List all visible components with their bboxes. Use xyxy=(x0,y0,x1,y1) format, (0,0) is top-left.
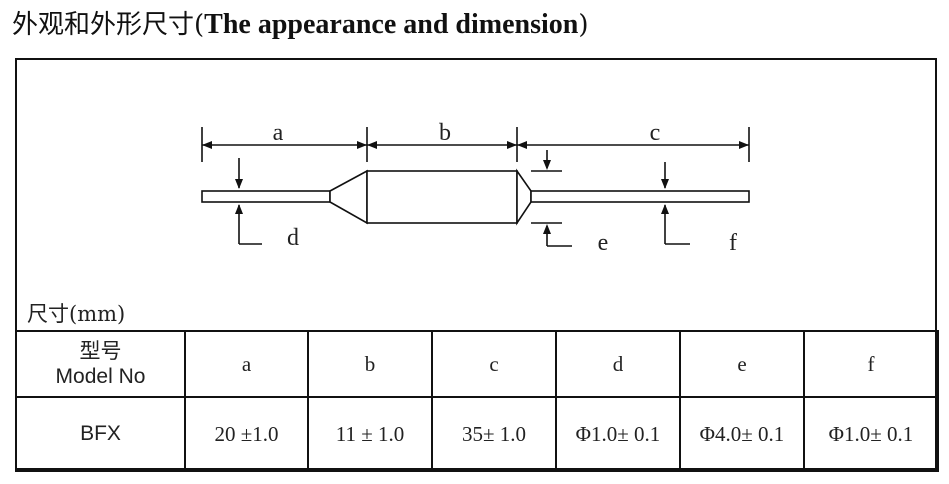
value-d: Φ1.0± 0.1 xyxy=(555,396,681,472)
row-model: BFX xyxy=(15,396,186,472)
label-e: e xyxy=(598,230,609,256)
fuse-body xyxy=(366,170,518,224)
arrow-b-left xyxy=(367,141,377,149)
title-cn: 外观和外形尺寸( xyxy=(12,10,205,40)
page-title: 外观和外形尺寸(The appearance and dimension) xyxy=(12,6,588,44)
title-close: ) xyxy=(578,10,589,40)
value-e: Φ4.0± 0.1 xyxy=(679,396,805,472)
table-header-row: 型号 Model No a b c d e f xyxy=(15,330,939,398)
arrow-f-up xyxy=(661,204,669,214)
left-lead-wire xyxy=(201,190,331,203)
table-row: BFX 20 ±1.0 11 ± 1.0 35± 1.0 Φ1.0± 0.1 Φ… xyxy=(15,396,939,472)
label-a: a xyxy=(273,120,284,146)
value-c: 35± 1.0 xyxy=(431,396,557,472)
label-b: b xyxy=(439,120,451,146)
arrow-e-up xyxy=(543,224,551,234)
arrow-c-right xyxy=(739,141,749,149)
arrow-d-down xyxy=(235,179,243,189)
value-f: Φ1.0± 0.1 xyxy=(803,396,939,472)
right-taper xyxy=(516,168,532,226)
header-model-en: Model No xyxy=(55,365,146,388)
header-model-cn: 型号 xyxy=(79,339,122,363)
value-a: 20 ±1.0 xyxy=(184,396,309,472)
title-en: The appearance and dimension xyxy=(204,9,579,40)
header-f: f xyxy=(803,330,939,398)
label-c: c xyxy=(650,120,661,146)
right-lead-wire xyxy=(530,190,750,203)
label-f: f xyxy=(729,230,737,256)
label-d: d xyxy=(287,225,299,251)
arrow-f-down xyxy=(661,179,669,189)
fuse-dimension-drawing: a b c d e f xyxy=(201,120,750,256)
header-b: b xyxy=(307,330,433,398)
arrow-b-right xyxy=(507,141,517,149)
header-d: d xyxy=(555,330,681,398)
arrow-a-left xyxy=(202,141,212,149)
header-a: a xyxy=(184,330,309,398)
header-model: 型号 Model No xyxy=(15,330,186,398)
arrow-c-left xyxy=(517,141,527,149)
value-b: 11 ± 1.0 xyxy=(307,396,433,472)
left-taper xyxy=(329,169,368,225)
arrow-e-down xyxy=(543,160,551,170)
unit-label: 尺寸(mm) xyxy=(27,302,126,326)
header-e: e xyxy=(679,330,805,398)
arrow-d-up xyxy=(235,204,243,214)
arrow-a-right xyxy=(357,141,367,149)
dimension-table: 型号 Model No a b c d e f BFX 20 ±1.0 11 ±… xyxy=(15,330,939,472)
header-c: c xyxy=(431,330,557,398)
